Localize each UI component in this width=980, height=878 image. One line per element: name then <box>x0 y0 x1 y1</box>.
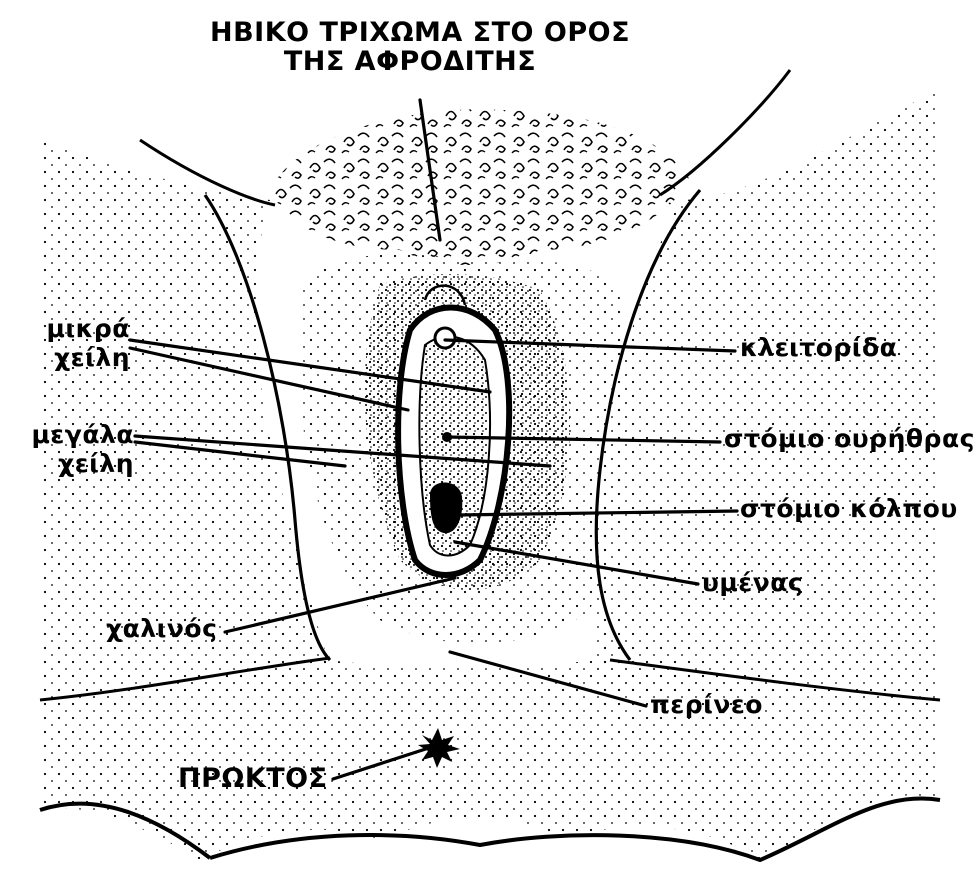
label-hymen: υμένας <box>702 568 803 597</box>
label-labia-majora-line-2: χείλη <box>8 449 134 478</box>
labia-minora-shape <box>398 308 509 576</box>
label-perineum: περίνεο <box>650 690 763 719</box>
label-labia-minora-line-2: χείλη <box>42 343 130 372</box>
label-anus: ΠΡΩΚΤΟΣ <box>178 763 328 794</box>
label-labia-minora: μικρά χείλη <box>42 314 130 372</box>
buttocks-area <box>40 658 940 860</box>
label-pubic-hair-line-2: ΤΗΣ ΑΦΡΟΔΙΤΗΣ <box>210 47 610 76</box>
label-pubic-hair-line-1: ΗΒΙΚΟ ΤΡΙΧΩΜΑ ΣΤΟ ΟΡΟΣ <box>210 18 610 47</box>
label-labia-majora: μεγάλα χείλη <box>8 420 134 478</box>
label-labia-majora-line-1: μεγάλα <box>8 420 134 449</box>
label-labia-minora-line-1: μικρά <box>42 314 130 343</box>
pubic-hair <box>270 109 690 265</box>
label-urethral-opening: στόμιο ουρήθρας <box>724 424 975 453</box>
label-frenulum: χαλινός <box>106 614 217 643</box>
label-vaginal-opening: στόμιο κόλπου <box>740 494 958 523</box>
label-pubic-hair: ΗΒΙΚΟ ΤΡΙΧΩΜΑ ΣΤΟ ΟΡΟΣ ΤΗΣ ΑΦΡΟΔΙΤΗΣ <box>210 18 610 76</box>
label-clitoris: κλειτορίδα <box>740 333 897 362</box>
